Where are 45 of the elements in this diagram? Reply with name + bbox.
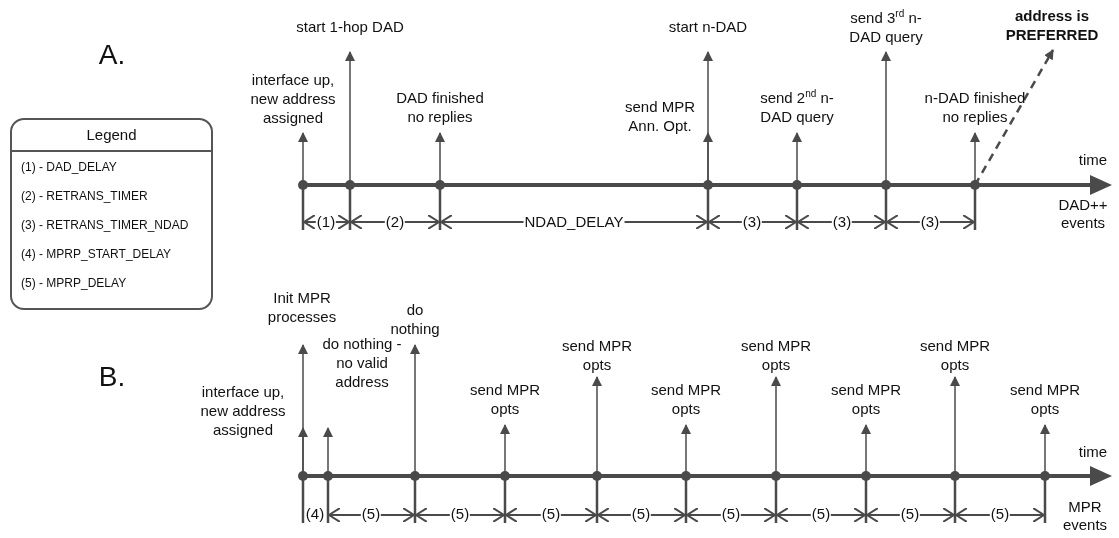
panel-letter: A. bbox=[97, 46, 127, 64]
event-label: send MPR opts bbox=[736, 336, 816, 374]
interval-label: (2) bbox=[384, 213, 406, 231]
event-label: send MPR opts bbox=[557, 336, 637, 374]
legend-entry: (4) - MPRP_START_DELAY bbox=[21, 247, 172, 262]
event-label: send MPR Ann. Opt. bbox=[620, 97, 700, 135]
legend-title: Legend bbox=[12, 120, 211, 152]
legend-entry: (1) - DAD_DELAY bbox=[21, 160, 117, 175]
interval-label: (5) bbox=[449, 505, 471, 523]
event-label: send MPR opts bbox=[1005, 380, 1085, 418]
event-label: address is PREFERRED bbox=[1000, 6, 1104, 44]
interval-label: (5) bbox=[989, 505, 1011, 523]
event-label: interface up, new address assigned bbox=[244, 70, 342, 127]
event-label: start 1-hop DAD bbox=[280, 17, 420, 36]
interval-label: (5) bbox=[360, 505, 382, 523]
interval-label: (5) bbox=[540, 505, 562, 523]
event-label: send MPR opts bbox=[826, 380, 906, 418]
axis-label: time bbox=[1077, 151, 1109, 169]
interval-label: (1) bbox=[315, 213, 337, 231]
event-label: send MPR opts bbox=[646, 380, 726, 418]
interval-label: (3) bbox=[831, 213, 853, 231]
event-label: Init MPR processes bbox=[262, 288, 342, 326]
event-label: interface up, new address assigned bbox=[194, 382, 292, 439]
event-label: send MPR opts bbox=[915, 336, 995, 374]
axis-label: DAD++ events bbox=[1057, 196, 1109, 232]
interval-label: (5) bbox=[810, 505, 832, 523]
event-label: DAD finished no replies bbox=[391, 88, 489, 126]
event-label: n-DAD finished no replies bbox=[920, 88, 1030, 126]
legend-box bbox=[10, 118, 213, 310]
legend-entry: (5) - MPRP_DELAY bbox=[21, 276, 127, 291]
axis-label: MPR events bbox=[1061, 498, 1109, 534]
event-label: send 2$^{nd}$ n-DAD query bbox=[747, 88, 847, 126]
event-label: send 3$^{rd}$ n-DAD query bbox=[836, 8, 936, 46]
event-label: send MPR opts bbox=[465, 380, 545, 418]
interval-label: (3) bbox=[741, 213, 763, 231]
axis-label: time bbox=[1077, 443, 1109, 461]
legend-entry: (3) - RETRANS_TIMER_NDAD bbox=[21, 218, 189, 233]
interval-label: (4) bbox=[304, 505, 326, 523]
panel-letter: B. bbox=[97, 368, 127, 386]
interval-label: (5) bbox=[720, 505, 742, 523]
event-label: start n-DAD bbox=[648, 17, 768, 36]
interval-label: (3) bbox=[919, 213, 941, 231]
interval-label: (5) bbox=[630, 505, 652, 523]
legend-entry: (2) - RETRANS_TIMER bbox=[21, 189, 148, 204]
interval-label: (5) bbox=[899, 505, 921, 523]
